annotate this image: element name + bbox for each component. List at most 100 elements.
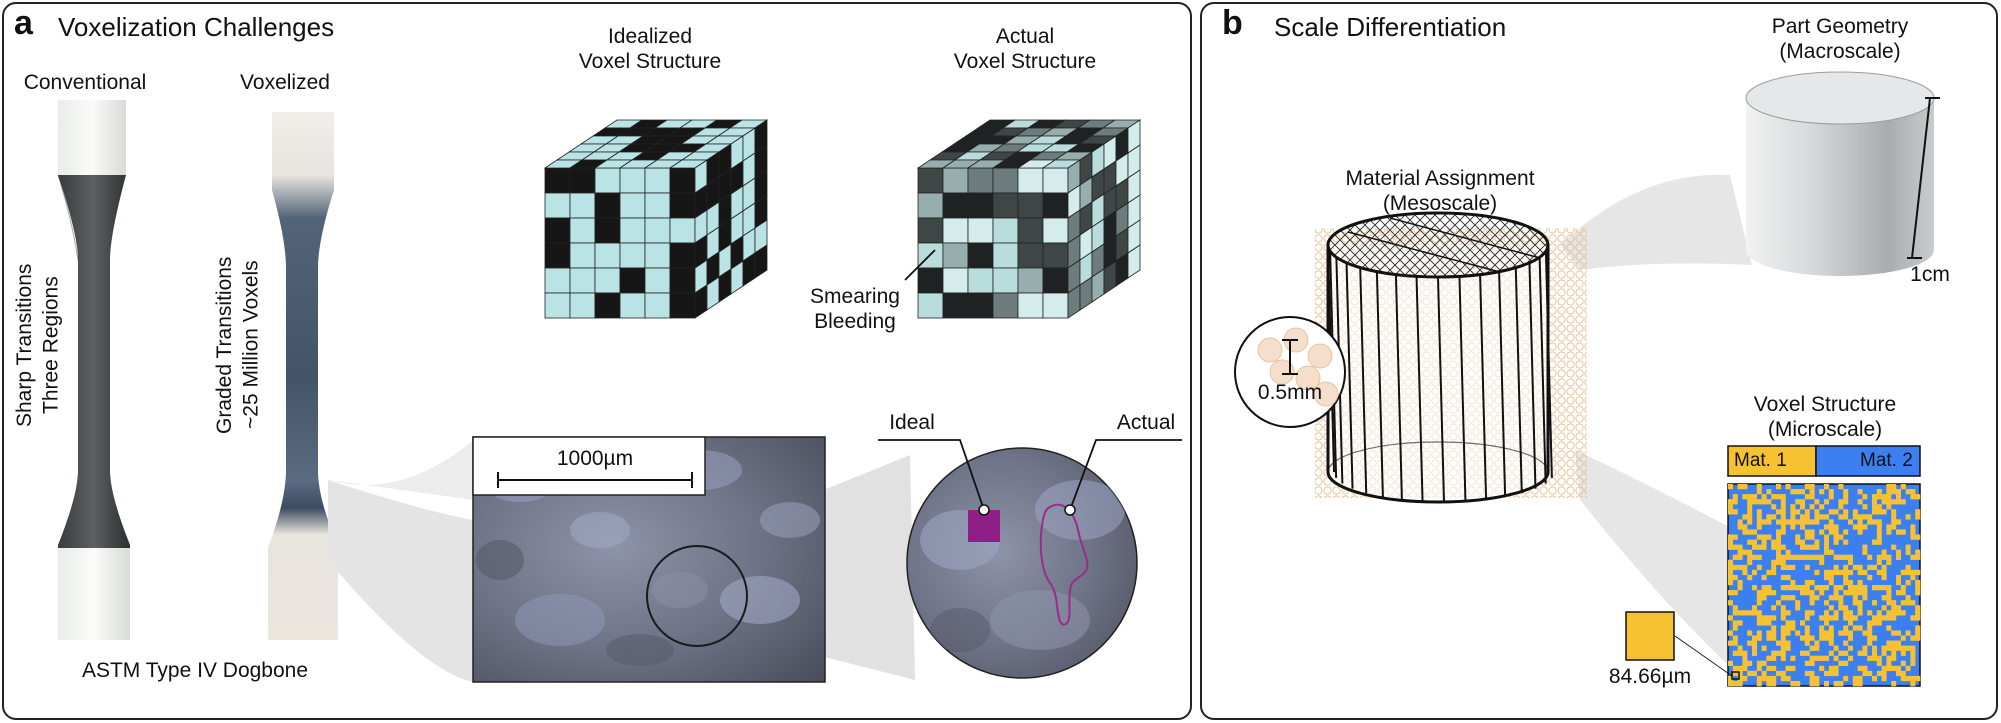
voxel-cell <box>1838 650 1844 656</box>
voxel-cell <box>1848 645 1853 651</box>
voxel-cell <box>1804 534 1810 540</box>
voxel-cell <box>1838 660 1844 666</box>
voxel-cell <box>1814 595 1820 601</box>
voxel-cell <box>1752 499 1757 505</box>
voxel-cell <box>1857 579 1863 586</box>
voxel-cell <box>1905 549 1911 555</box>
voxel-cell <box>1804 494 1810 500</box>
voxel-cell <box>1838 484 1844 490</box>
voxel-cell <box>1843 489 1849 495</box>
voxel-cell <box>1761 645 1767 651</box>
voxel-cell <box>1886 499 1892 505</box>
voxel-cell <box>1881 675 1887 682</box>
voxel-cell <box>1886 615 1892 621</box>
voxel-cell <box>1809 554 1815 560</box>
voxel-cell <box>1824 569 1829 576</box>
voxel-cell <box>1915 514 1921 520</box>
voxel-cell <box>1771 564 1777 571</box>
voxel-cell <box>1766 630 1772 636</box>
inset-dimension: 0.5mm <box>1257 381 1323 404</box>
voxel-cell <box>1900 569 1906 576</box>
voxel-cell <box>1747 640 1753 646</box>
voxel-cell <box>1752 605 1757 611</box>
voxel-cell <box>1915 579 1921 586</box>
voxel-cell <box>1795 519 1801 525</box>
voxel-cell <box>1872 494 1877 500</box>
voxel-cell <box>1761 494 1767 500</box>
voxel-cell <box>1780 524 1786 530</box>
voxel-cell <box>1780 509 1786 515</box>
voxel-cell <box>1737 579 1743 586</box>
voxel-cell <box>1862 585 1868 591</box>
voxel-cell <box>1886 529 1892 535</box>
voxel-cell <box>1732 499 1738 505</box>
voxel-cell <box>1780 559 1786 565</box>
voxel-cell <box>1848 630 1853 636</box>
voxel-cell <box>1886 655 1892 661</box>
voxel-cell <box>1891 519 1897 525</box>
voxel-cell <box>1848 519 1853 525</box>
voxel-cell <box>1819 615 1825 621</box>
voxel-cell <box>1857 600 1863 606</box>
voxel-cell <box>1867 574 1873 581</box>
voxel-cell <box>1824 484 1829 490</box>
voxel-cell <box>1756 595 1762 601</box>
voxel-cell <box>1771 494 1777 500</box>
voxel-cell <box>1876 670 1882 677</box>
voxel-cell <box>1872 635 1877 641</box>
voxel-cell <box>1862 569 1868 576</box>
voxel-cell <box>1728 504 1733 510</box>
voxel-cell <box>1828 569 1834 576</box>
voxel-cell <box>1833 645 1839 651</box>
voxel-cell <box>1872 509 1877 515</box>
voxel-cell <box>1876 660 1882 666</box>
voxel-cell <box>1876 509 1882 515</box>
voxel-cell <box>1766 569 1772 576</box>
voxel-cell <box>1891 630 1897 636</box>
voxel-cell <box>1732 605 1738 611</box>
voxel-cell <box>1915 610 1921 616</box>
voxel-cell <box>1833 615 1839 621</box>
voxel-cell <box>1728 574 1733 581</box>
voxel-cell <box>1900 610 1906 616</box>
voxel-cell <box>1732 554 1738 560</box>
voxel-cell <box>1771 605 1777 611</box>
voxel-cell <box>1804 615 1810 621</box>
voxel-cell <box>1732 564 1738 571</box>
voxel-cell <box>1896 489 1901 495</box>
voxel-cell <box>1910 529 1916 535</box>
voxel-cell <box>1819 529 1825 535</box>
mat1-label: Mat. 1 <box>1734 450 1787 471</box>
voxel-cell <box>1756 660 1762 666</box>
voxel-cell <box>1905 675 1911 682</box>
voxel-cell <box>1732 670 1738 677</box>
voxel-size-swatch <box>1625 611 1675 661</box>
voxel-cell <box>1905 514 1911 520</box>
voxel-cell <box>1804 579 1810 586</box>
voxel-cell <box>1891 615 1897 621</box>
voxel-cell <box>1828 574 1834 581</box>
voxel-cell <box>1843 494 1849 500</box>
voxel-cell <box>1756 564 1762 571</box>
voxel-cell <box>1891 600 1897 606</box>
voxel-cell <box>1848 585 1853 591</box>
voxel-cell <box>1819 655 1825 661</box>
voxel-cell <box>1824 655 1829 661</box>
voxel-cell <box>1886 590 1892 596</box>
voxel-cell <box>1752 585 1757 591</box>
voxel-cell <box>1857 564 1863 571</box>
voxel-cell <box>1833 524 1839 530</box>
voxel-cell <box>1857 514 1863 520</box>
voxel-cell <box>1809 645 1815 651</box>
voxel-cell <box>1804 554 1810 560</box>
voxel-cell <box>1771 655 1777 661</box>
voxel-cell <box>1814 519 1820 525</box>
voxel-cell <box>1833 534 1839 540</box>
voxel-cell <box>1747 514 1753 520</box>
voxel-cell <box>1824 630 1829 636</box>
voxel-cell <box>1833 670 1839 677</box>
voxel-cell <box>1800 590 1805 596</box>
voxel-cell <box>1915 635 1921 641</box>
voxel-cell <box>1881 499 1887 505</box>
